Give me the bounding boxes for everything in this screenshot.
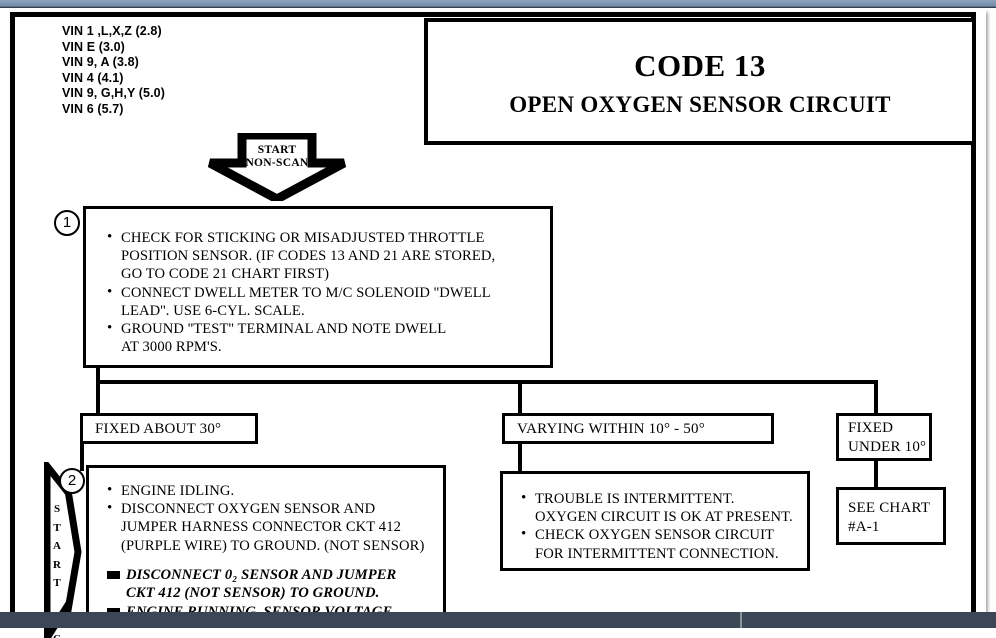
step-2-scan-bullets: DISCONNECT 0₂ SENSOR AND JUMPER CKT 412 …: [106, 566, 443, 612]
step-2-bullets: ENGINE IDLING. DISCONNECT OXYGEN SENSOR …: [106, 481, 443, 555]
branch-right-label: FIXED UNDER 10°: [848, 420, 927, 455]
list-item: DISCONNECT OXYGEN SENSOR AND JUMPER HARN…: [106, 499, 443, 555]
list-item: CHECK FOR STICKING OR MISADJUSTED THROTT…: [106, 228, 550, 284]
branch-left-label: FIXED ABOUT 30°: [95, 421, 222, 437]
step-1-bullets: CHECK FOR STICKING OR MISADJUSTED THROTT…: [106, 228, 550, 356]
page-border: [10, 12, 976, 612]
step-badge-2: 2: [59, 468, 85, 494]
see-chart-label: SEE CHART #A-1: [848, 500, 931, 535]
connector-drop-left: [96, 380, 100, 414]
step-1-box: CHECK FOR STICKING OR MISADJUSTED THROTT…: [83, 206, 553, 368]
list-item: CONNECT DWELL METER TO M/C SOLENOID ''DW…: [106, 283, 550, 320]
title-block: CODE 13 OPEN OXYGEN SENSOR CIRCUIT: [424, 18, 976, 145]
list-item: GROUND ''TEST'' TERMINAL AND NOTE DWELL …: [106, 319, 550, 356]
connector-left-to-step2: [80, 444, 84, 471]
branch-middle-label: VARYING WITHIN 10° - 50°: [517, 421, 705, 437]
list-item: DISCONNECT 0₂ SENSOR AND JUMPER CKT 412 …: [106, 566, 443, 603]
connector-step1-down: [96, 368, 100, 390]
viewer-bottom-bar: [0, 612, 996, 628]
branch-left-box: FIXED ABOUT 30°: [80, 413, 258, 444]
document-page: VIN 1 ,L,X,Z (2.8) VIN E (3.0) VIN 9, A …: [10, 10, 986, 638]
list-item: TROUBLE IS INTERMITTENT. OXYGEN CIRCUIT …: [520, 489, 807, 526]
page-title: CODE 13: [634, 48, 766, 83]
connector-drop-right: [874, 380, 878, 414]
connector-middle-to-result: [518, 444, 522, 471]
viewer-bottom-bar-divider: [740, 612, 742, 628]
start-non-scan-arrow: START NON-SCAN: [206, 133, 348, 201]
connector-drop-middle: [518, 380, 522, 414]
middle-result-bullets: TROUBLE IS INTERMITTENT. OXYGEN CIRCUIT …: [520, 489, 807, 563]
step-badge-1: 1: [54, 210, 80, 236]
page-subtitle: OPEN OXYGEN SENSOR CIRCUIT: [509, 92, 891, 117]
viewer-top-bar: [0, 0, 996, 8]
vin-application-list: VIN 1 ,L,X,Z (2.8) VIN E (3.0) VIN 9, A …: [62, 24, 165, 116]
branch-middle-box: VARYING WITHIN 10° - 50°: [502, 413, 774, 444]
connector-branch-bus: [96, 380, 878, 384]
list-item: ENGINE IDLING.: [106, 481, 443, 500]
step-2-box: ENGINE IDLING. DISCONNECT OXYGEN SENSOR …: [86, 465, 446, 615]
branch-right-box: FIXED UNDER 10°: [836, 413, 932, 461]
connector-right-to-chart: [874, 461, 878, 487]
middle-result-box: TROUBLE IS INTERMITTENT. OXYGEN CIRCUIT …: [500, 471, 810, 571]
list-item: ENGINE RUNNING. SENSOR VOLTAGE SHOULD BE…: [106, 603, 443, 612]
list-item: CHECK OXYGEN SENSOR CIRCUIT FOR INTERMIT…: [520, 525, 807, 562]
see-chart-box: SEE CHART #A-1: [836, 487, 946, 545]
